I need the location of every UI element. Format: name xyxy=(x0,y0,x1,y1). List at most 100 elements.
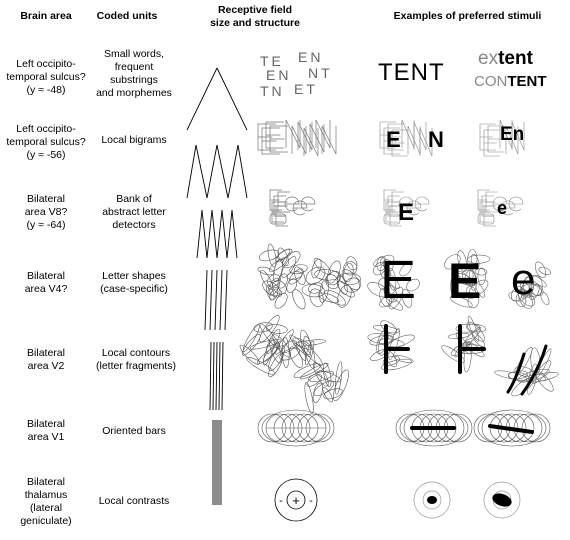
bank-outline-e xyxy=(500,200,516,216)
stimulus-content: CONTENT xyxy=(474,73,547,90)
row-1-area-line: Left occipito- xyxy=(16,122,76,135)
rf-shape-ellipse xyxy=(286,271,303,280)
rf-outline-N xyxy=(303,127,319,157)
bank-outline-E xyxy=(385,201,398,223)
rf-outline-E xyxy=(261,127,280,155)
rf-contour-ellipse xyxy=(299,363,329,380)
stimulus-extent-light: ex xyxy=(478,48,499,69)
stim-outline-E xyxy=(487,125,504,153)
rf-shape-ellipse xyxy=(338,272,361,285)
bank-outline-box xyxy=(269,213,287,225)
stim-shape-ellipse xyxy=(449,295,473,308)
stim-outline-N xyxy=(511,121,525,151)
stim-shape-ellipse xyxy=(477,267,486,285)
stim-contour-ellipse xyxy=(387,334,415,348)
tree-branch xyxy=(216,209,223,259)
stim-shape-ellipse xyxy=(467,293,480,309)
stim-shape-ellipse xyxy=(444,254,461,270)
stim-outline-E xyxy=(483,129,500,157)
rf-contour-ellipse xyxy=(312,382,323,403)
row-4-units-line: (letter fragments) xyxy=(96,360,176,372)
bank-outline-e xyxy=(284,196,300,212)
rf-word-nt: NT xyxy=(308,65,333,81)
row-3-units-line: (case-specific) xyxy=(100,283,168,295)
rf-contour-ellipse xyxy=(333,369,349,402)
row-0-units-line: frequent xyxy=(114,61,154,73)
letter-shape-stimuli-ellipses xyxy=(367,249,551,311)
tree-branch xyxy=(216,144,229,199)
rf-contour-ellipse xyxy=(289,334,311,357)
rf-contour-ellipse xyxy=(322,387,334,403)
abstract-letter-stimulus-2 xyxy=(477,189,524,227)
row-6-area-line: (lateral xyxy=(29,502,63,514)
row-4-area-line: Bilateral xyxy=(27,347,65,359)
contour-stroke xyxy=(458,324,486,374)
tree-branch xyxy=(227,144,239,199)
header-rf-line2: size and structure xyxy=(210,17,300,29)
row-4-brain-area: Bilateral area V2 xyxy=(2,345,90,375)
row-5-brain-area: Bilateral area V1 xyxy=(2,416,90,446)
rf-contour-ellipse xyxy=(289,346,303,368)
tree-branch xyxy=(209,269,213,331)
rf-shape-ellipse xyxy=(269,288,279,301)
rf-contour-ellipse xyxy=(265,324,288,334)
header-receptive-field: Receptive field size and structure xyxy=(190,4,320,30)
rf-contour-ellipse xyxy=(281,336,290,369)
rf-shape-ellipse xyxy=(274,292,288,309)
tree-branch xyxy=(226,209,233,259)
bank-outline-e xyxy=(292,200,308,216)
row-6-area-line: Bilateral xyxy=(27,476,65,488)
row-3-coded-units: Letter shapes (case-specific) xyxy=(92,268,176,298)
center-surround-rf: + - - xyxy=(274,478,318,522)
rf-shape-ellipse xyxy=(325,274,340,290)
row-2-units-line: abstract letter xyxy=(102,205,166,218)
tree-branch xyxy=(221,209,228,259)
rf-shape-ellipse xyxy=(313,258,332,275)
header-examples: Examples of preferred stimuli xyxy=(393,10,542,22)
rf-outline-N xyxy=(309,123,325,153)
tree-branch xyxy=(195,144,208,199)
stim-contour-ellipse xyxy=(369,334,394,346)
contour-stimuli xyxy=(367,315,559,397)
stim-shape-ellipse xyxy=(401,289,413,308)
row-1-area-line: (y ≈ -56) xyxy=(26,148,66,161)
stim-shape-ellipse xyxy=(450,273,459,296)
rf-abstract-letter xyxy=(269,189,316,227)
stim-contour-ellipse xyxy=(380,358,412,371)
rf-contour-ellipse xyxy=(280,340,298,353)
rf-contour-ellipse xyxy=(272,334,292,358)
rf-contour-ellipse xyxy=(249,339,281,350)
rf-contour-ellipse xyxy=(334,361,343,395)
rf-contour-ellipse xyxy=(246,357,275,375)
stim-contour-ellipse xyxy=(382,355,400,366)
rf-shape-ellipse xyxy=(281,256,297,278)
stim-contour-ellipse xyxy=(441,345,465,363)
stimulus-content-bold: TENT xyxy=(507,73,546,90)
stim-contour-ellipse xyxy=(455,323,481,333)
rf-bigram-overlay xyxy=(257,119,337,157)
stim-shape-ellipse xyxy=(385,297,404,311)
rf-contour-ellipse xyxy=(313,362,329,387)
stim-shape-ellipse xyxy=(520,282,532,298)
rf-shape-ellipse xyxy=(292,289,306,310)
rf-word-tn: TN xyxy=(260,83,285,99)
bank-outline-e xyxy=(508,196,524,212)
row-2-coded-units: Bank of abstract letter detectors xyxy=(92,190,176,234)
tree-branch xyxy=(224,269,228,331)
stim-shape-ellipse xyxy=(376,255,387,272)
row-1-units-line: Local bigrams xyxy=(101,133,167,146)
stimulus-shape-E-bold: E xyxy=(448,253,481,309)
stimulus-extent-bold: tent xyxy=(498,48,534,69)
tree-branch xyxy=(201,209,208,259)
stim-shape-ellipse xyxy=(534,261,547,279)
tree-branch xyxy=(196,209,203,259)
row-0-coded-units: Small words, frequent substrings and mor… xyxy=(92,44,176,104)
stim-shape-ellipse xyxy=(508,291,525,302)
row-6-area-line: thalamus xyxy=(24,489,68,501)
bank-outline-E xyxy=(479,201,492,223)
center-circle xyxy=(286,490,306,510)
stimulus-tent: TENT xyxy=(378,59,445,86)
stimulus-bigram-E: E xyxy=(386,127,401,152)
